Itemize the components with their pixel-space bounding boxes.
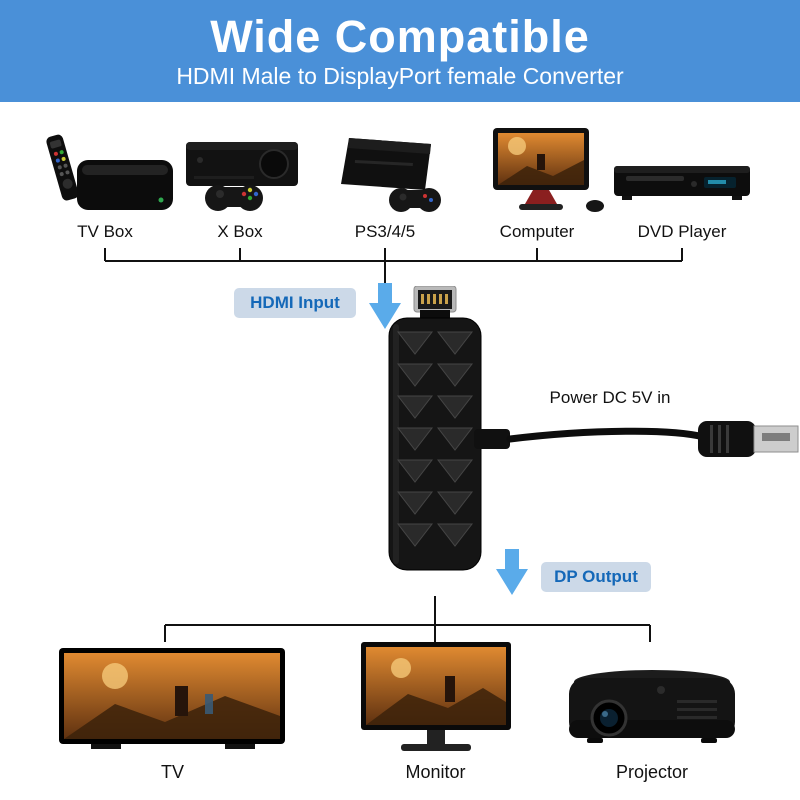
device-label: X Box — [217, 222, 263, 241]
hdmi-input-label: HDMI Input — [250, 293, 340, 312]
output-device-tv: TV — [55, 646, 290, 783]
banner: Wide Compatible HDMI Male to DisplayPort… — [0, 0, 800, 102]
device-label: DVD Player — [637, 222, 727, 241]
tv-box-icon — [46, 134, 173, 210]
device-label: TV Box — [77, 222, 133, 241]
source-device-tv-box: TV Box — [30, 126, 180, 242]
output-device-monitor: Monitor — [353, 642, 518, 783]
down-arrow-input-icon — [369, 283, 401, 329]
computer-icon — [493, 128, 604, 212]
converter-device — [388, 286, 482, 571]
dp-output-badge: DP Output — [541, 562, 651, 592]
device-label: Projector — [615, 762, 689, 782]
source-device-xbox: X Box — [165, 126, 315, 242]
top-connector-lines — [104, 248, 683, 288]
device-label: TV — [160, 762, 184, 782]
xbox-icon — [186, 142, 298, 211]
tv-icon — [59, 648, 285, 749]
dvd-player-icon — [614, 166, 750, 200]
hdmi-input-badge: HDMI Input — [234, 288, 356, 318]
device-label: Monitor — [405, 762, 466, 782]
usb-power-cable — [474, 421, 799, 457]
projector-icon — [569, 670, 735, 743]
banner-subtitle: HDMI Male to DisplayPort female Converte… — [176, 62, 624, 89]
power-label: Power DC 5V in — [549, 388, 671, 407]
bottom-connector-lines — [164, 596, 651, 642]
usb-a-connector-icon — [698, 421, 799, 457]
playstation-icon — [341, 138, 441, 212]
source-device-dvd-player: DVD Player — [607, 126, 757, 242]
output-device-projector: Projector — [557, 660, 747, 783]
dp-output-label: DP Output — [554, 567, 638, 586]
device-label: Computer — [499, 222, 575, 241]
device-label: PS3/4/5 — [354, 222, 416, 241]
monitor-icon — [361, 642, 511, 751]
down-arrow-output-icon — [496, 549, 528, 595]
source-device-playstation: PS3/4/5 — [310, 126, 460, 242]
banner-title: Wide Compatible — [210, 10, 590, 62]
source-device-computer: Computer — [462, 126, 612, 242]
